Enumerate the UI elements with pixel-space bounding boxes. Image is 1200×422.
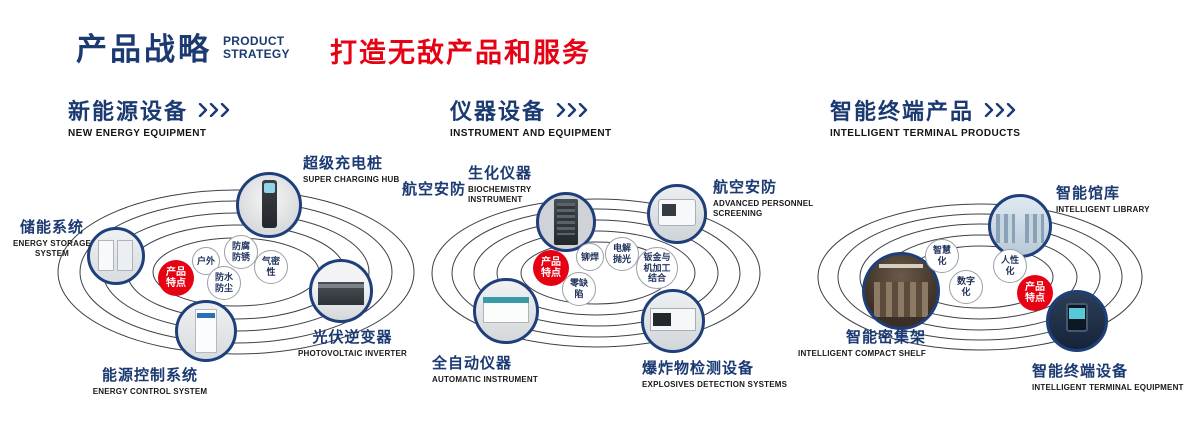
product-features-badge: 产品特点 (158, 260, 194, 296)
item-en: INTELLIGENT COMPACT SHELF (798, 349, 926, 358)
explosives-detection-photo (641, 289, 705, 353)
intelligent-library-label: 智能馆库 INTELLIGENT LIBRARY (1056, 182, 1166, 215)
item-en: PHOTOVOLTAIC INVERTER (297, 349, 408, 358)
biochemistry-instrument-photo (536, 192, 596, 252)
feature-bubble: 防腐防锈 (224, 235, 258, 269)
feature-bubble: 零缺陷 (562, 272, 596, 306)
item-zh: 智能密集架 (845, 329, 926, 346)
intelligent-library-photo (988, 194, 1052, 258)
feature-bubble: 防水防尘 (207, 266, 241, 300)
section-new-energy-header: 新能源设备 (68, 94, 234, 126)
item-zh: 超级充电桩 (303, 155, 384, 172)
super-charging-hub-photo (236, 172, 302, 238)
item-en: ENERGY CONTROL SYSTEM (92, 387, 208, 396)
orbit-rings (431, 198, 761, 348)
page-slogan: 打造无敌产品和服务 (330, 38, 591, 68)
item-en: ENERGY STORAGE SYSTEM (12, 239, 92, 258)
page-title: 产品战略 (76, 32, 212, 67)
item-en: EXPLOSIVES DETECTION SYSTEMS (642, 380, 788, 389)
section-subtitle: NEW ENERGY EQUIPMENT (68, 128, 207, 139)
feature-bubble: 电解抛光 (605, 237, 639, 271)
item-en: SUPER CHARGING HUB (303, 175, 400, 184)
item-zh: 智能馆库 (1056, 185, 1121, 202)
section-subtitle: INTELLIGENT TERMINAL PRODUCTS (830, 128, 1021, 139)
item-zh: 能源控制系统 (101, 367, 198, 384)
feature-bubble: 数字化 (949, 270, 983, 304)
energy-control-system-photo (175, 300, 237, 362)
intelligent-compact-shelf-photo (862, 252, 940, 330)
triple-chevron-icon (198, 103, 230, 117)
section-subtitle: INSTRUMENT AND EQUIPMENT (450, 128, 612, 139)
triple-chevron-icon (984, 103, 1016, 117)
photovoltaic-inverter-label: 光伏逆变器 PHOTOVOLTAIC INVERTER (290, 326, 415, 359)
page-title-en: PRODUCT STRATEGY (223, 35, 290, 61)
item-zh: 智能终端设备 (1032, 363, 1129, 380)
super-charging-hub-label: 超级充电桩 SUPER CHARGING HUB (303, 152, 418, 185)
feature-bubble: 铆焊 (576, 243, 604, 271)
item-en: AUTOMATIC INSTRUMENT (432, 375, 538, 384)
section-instrument-header: 仪器设备 (450, 94, 592, 126)
aviation-security-right-label: 航空安防 ADVANCED PERSONNEL SCREENING (713, 176, 818, 219)
energy-storage-label: 储能系统 ENERGY STORAGE SYSTEM (2, 216, 102, 259)
item-zh: 航空安防 (713, 179, 778, 196)
triple-chevron-icon (556, 103, 588, 117)
energy-storage-photo (87, 227, 145, 285)
aviation-security-left-label: 航空安防 (402, 178, 492, 201)
item-zh: 爆炸物检测设备 (642, 360, 755, 377)
item-en: INTELLIGENT TERMINAL EQUIPMENT (1032, 383, 1184, 392)
feature-bubble: 钣金与机加工结合 (636, 247, 678, 289)
product-features-badge: 产品特点 (1017, 275, 1053, 311)
item-zh: 全自动仪器 (432, 355, 513, 372)
intelligent-terminal-photo (1046, 290, 1108, 352)
biochemistry-instrument-label: 生化仪器 BIOCHEMISTRY INSTRUMENT (468, 162, 568, 205)
item-en: INTELLIGENT LIBRARY (1056, 205, 1150, 214)
item-zh: 储能系统 (19, 219, 84, 236)
feature-bubble: 人性化 (993, 249, 1027, 283)
item-zh: 光伏逆变器 (312, 329, 393, 346)
section-intelligent-terminal-header: 智能终端产品 (830, 94, 1020, 126)
explosives-detection-label: 爆炸物检测设备 EXPLOSIVES DETECTION SYSTEMS (642, 357, 792, 390)
advanced-screening-photo (647, 184, 707, 244)
item-en: ADVANCED PERSONNEL SCREENING (713, 199, 814, 218)
item-zh: 航空安防 (402, 181, 467, 198)
item-en: BIOCHEMISTRY INSTRUMENT (468, 185, 532, 204)
feature-bubble: 智慧化 (925, 239, 959, 273)
section-title: 智能终端产品 (830, 99, 975, 124)
section-title: 新能源设备 (68, 99, 189, 124)
intelligent-compact-shelf-label: 智能密集架 INTELLIGENT COMPACT SHELF (796, 326, 926, 359)
item-zh: 生化仪器 (468, 165, 533, 182)
section-title: 仪器设备 (450, 99, 547, 124)
intelligent-terminal-label: 智能终端设备 INTELLIGENT TERMINAL EQUIPMENT (1032, 360, 1187, 393)
feature-bubble: 气密性 (254, 250, 288, 284)
automatic-instrument-label: 全自动仪器 AUTOMATIC INSTRUMENT (432, 352, 572, 385)
page-title-en-line2: STRATEGY (223, 46, 290, 61)
energy-control-system-label: 能源控制系统 ENERGY CONTROL SYSTEM (80, 364, 220, 397)
page-title-en-line1: PRODUCT (223, 34, 285, 48)
photovoltaic-inverter-photo (309, 259, 373, 323)
automatic-instrument-photo (473, 278, 539, 344)
